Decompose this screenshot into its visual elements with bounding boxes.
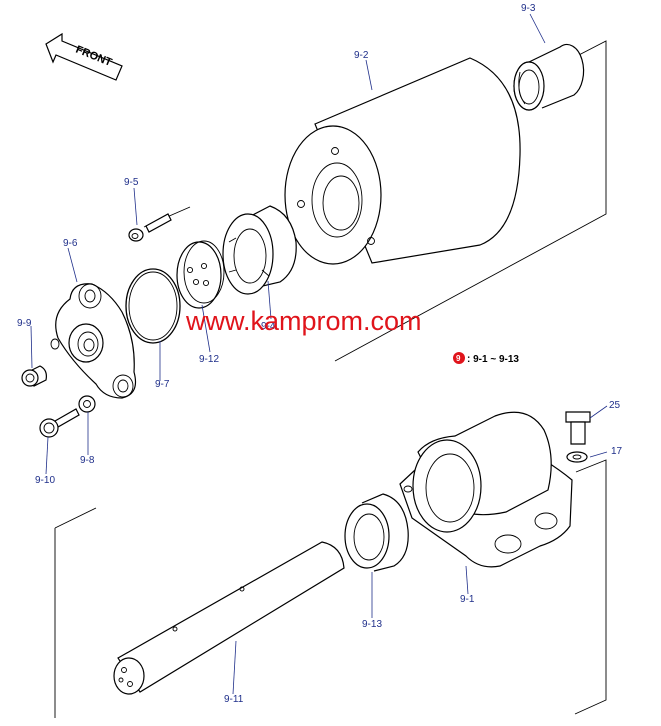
callout-9-7: 9-7 [155, 379, 170, 390]
part-25-bolt [565, 411, 591, 445]
callout-9-2: 9-2 [354, 50, 369, 61]
assembly-outline [54, 40, 607, 718]
part-17-washer [566, 451, 588, 463]
callout-9-8: 9-8 [80, 455, 95, 466]
callout-9-1: 9-1 [460, 594, 475, 605]
callout-9-5: 9-5 [124, 177, 139, 188]
callout-9-4: 9-4 [261, 321, 276, 332]
front-arrow: FRONT [45, 32, 123, 81]
part-9-1-block [399, 411, 573, 568]
part-9-3-bushing [513, 43, 585, 111]
reference-note: 9 : 9-1 ~ 9-13 [453, 352, 519, 365]
part-9-8-washer [78, 395, 96, 413]
part-9-9-plug [21, 365, 47, 387]
reference-marker: 9 [456, 354, 461, 363]
part-9-2-housing [284, 57, 521, 265]
reference-text: : 9-1 ~ 9-13 [467, 354, 519, 365]
part-9-7-oring [125, 268, 181, 344]
callout-9-6: 9-6 [63, 238, 78, 249]
part-9-12-plate [176, 240, 225, 309]
part-9-4-ring [222, 205, 297, 295]
callout-25: 25 [609, 400, 621, 411]
reference-marker-icon [453, 352, 465, 364]
callout-9-11: 9-11 [224, 694, 244, 705]
callout-9-3: 9-3 [521, 3, 536, 14]
callout-9-13: 9-13 [362, 619, 382, 630]
part-9-6-cover [50, 283, 137, 399]
callout-9-12: 9-12 [199, 354, 219, 365]
part-9-5-bolt [128, 206, 191, 242]
callout-17: 17 [611, 446, 623, 457]
leader-lines [30, 13, 608, 695]
callout-9-9: 9-9 [17, 318, 32, 329]
part-9-10-bolt [39, 408, 80, 438]
part-9-13-ring [344, 493, 409, 572]
callout-9-10: 9-10 [35, 475, 55, 486]
watermark-text: www.kamprom.com [185, 306, 422, 336]
part-9-11-pin [113, 541, 345, 695]
